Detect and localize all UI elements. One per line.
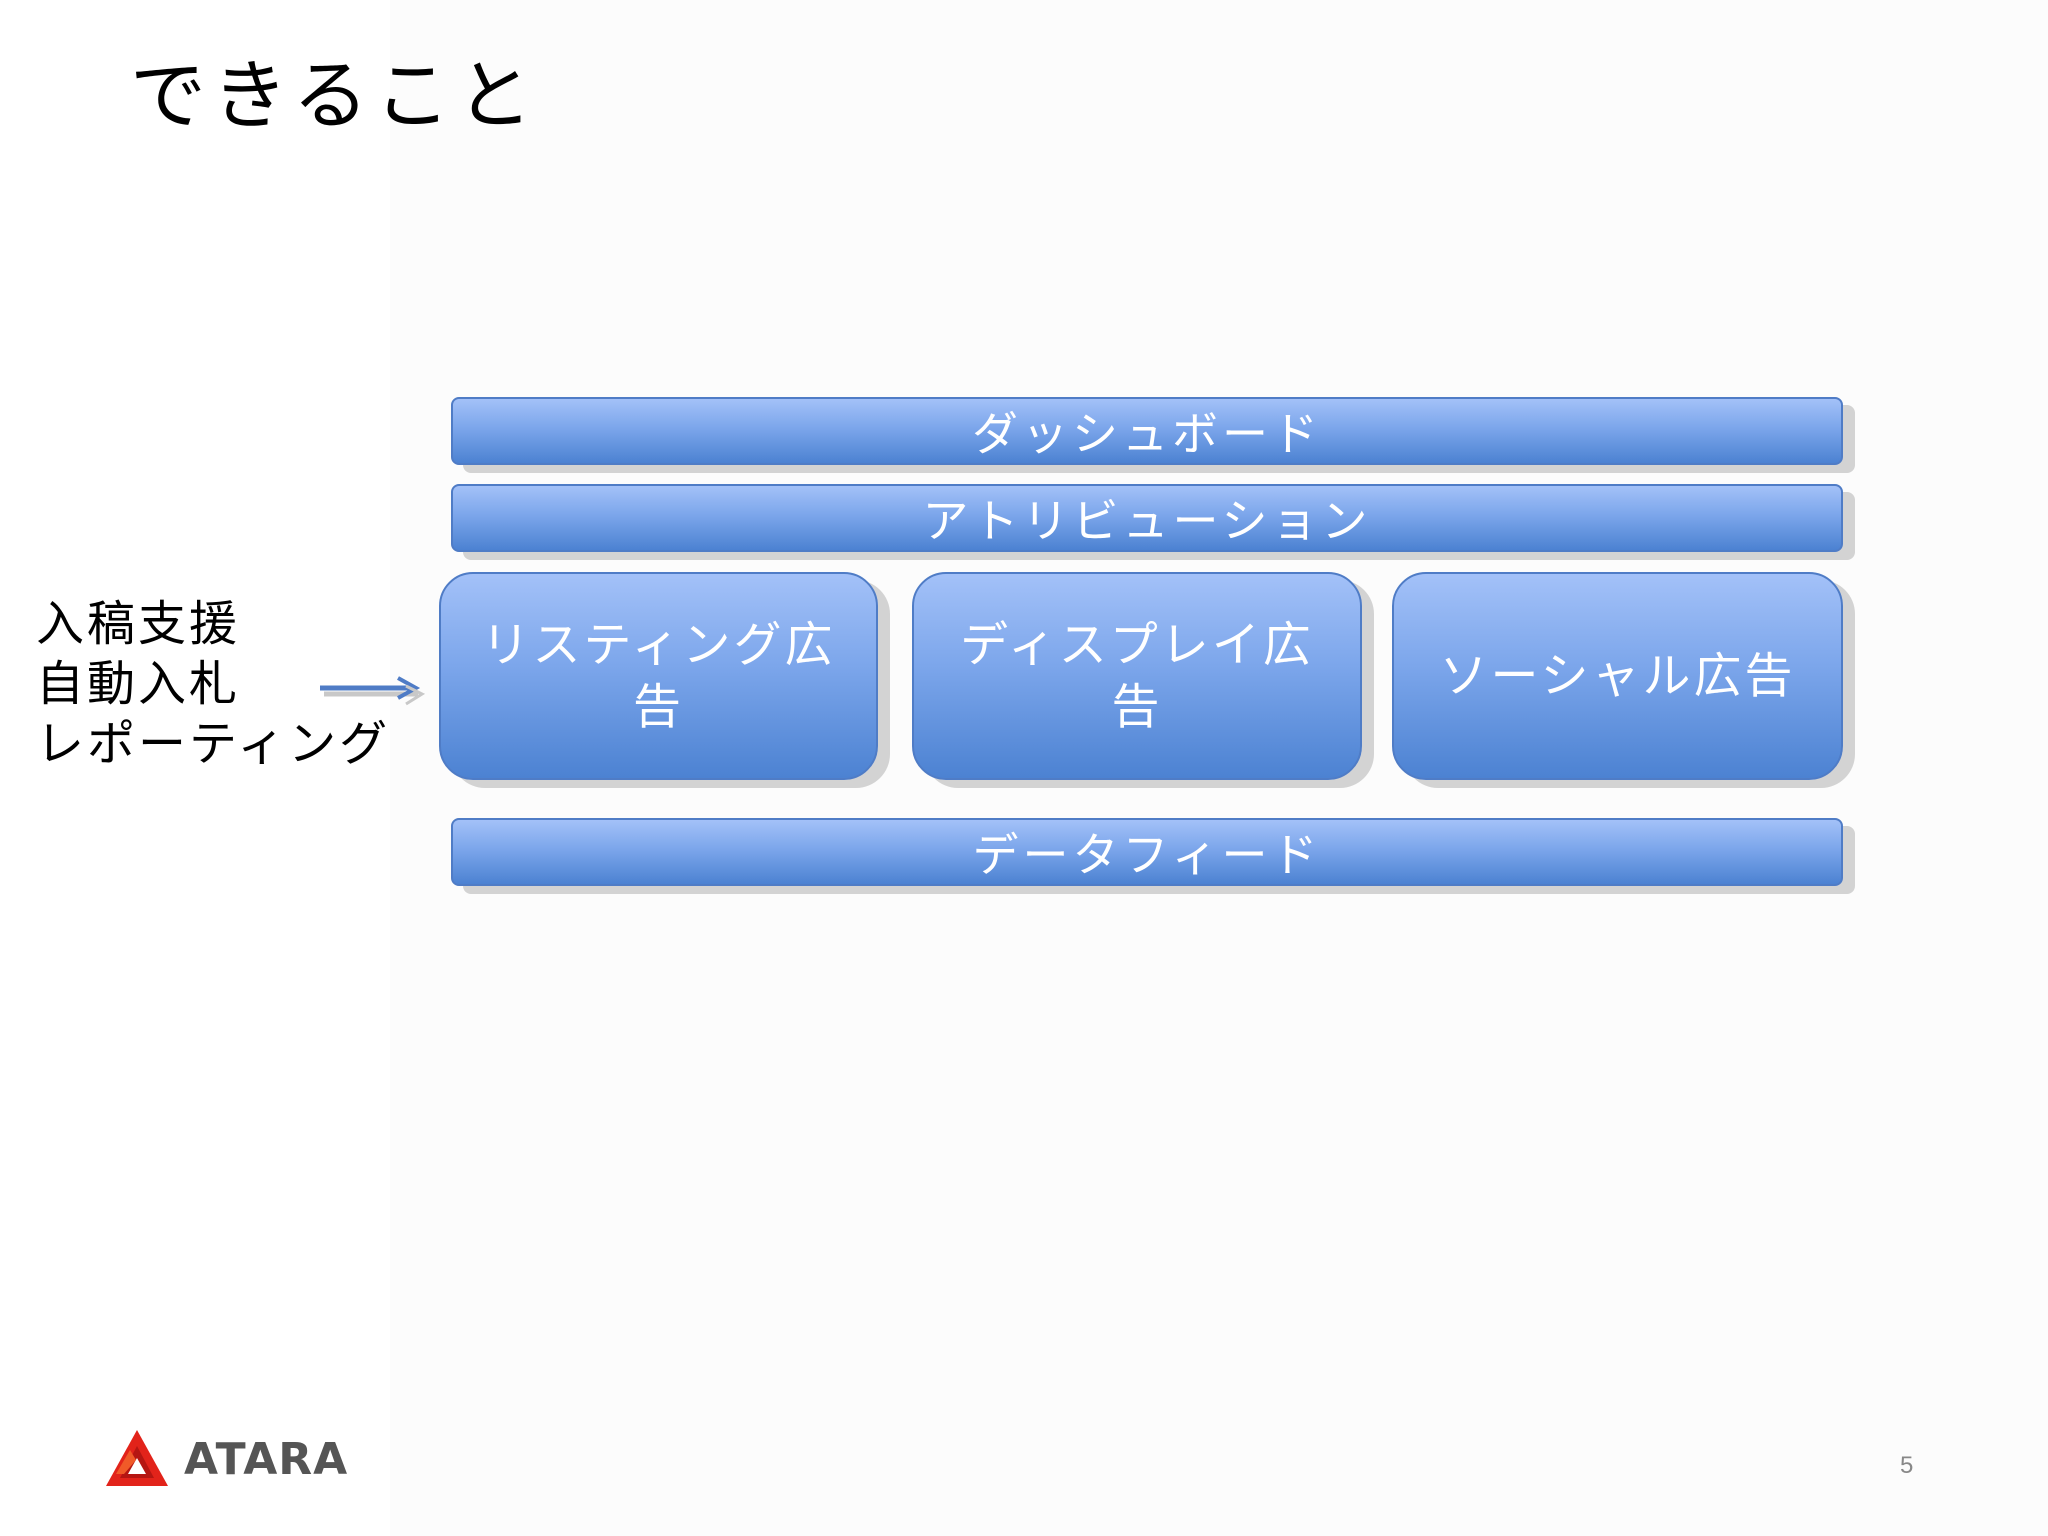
atara-logo: ATARA — [104, 1428, 348, 1490]
social-ads-box: ソーシャル広告 — [1392, 572, 1843, 780]
atara-logo-icon — [106, 1430, 168, 1486]
feature-list: 入稿支援 自動入札 レポーティング — [36, 594, 390, 774]
right-arrow-icon — [320, 676, 426, 706]
atara-logo-text: ATARA — [184, 1433, 349, 1485]
feature-list-item: 入稿支援 — [36, 596, 241, 652]
display-ads-box: ディスプレイ広告 — [912, 572, 1362, 780]
feature-list-item: レポーティング — [36, 716, 391, 772]
page-number: 5 — [1900, 1452, 1914, 1479]
feature-list-item: 自動入札 — [36, 656, 241, 712]
social-ads-label: ソーシャル広告 — [1439, 648, 1796, 704]
display-ads-label: ディスプレイ広告 — [960, 617, 1314, 735]
slide-title: できること — [130, 51, 539, 140]
listing-ads-box: リスティング広告 — [439, 572, 878, 780]
listing-ads-label: リスティング広告 — [481, 617, 836, 735]
dashboard-bar: ダッシュボード — [451, 397, 1843, 465]
data-feed-bar: データフィード — [451, 818, 1843, 886]
attribution-bar: アトリビューション — [451, 484, 1843, 552]
